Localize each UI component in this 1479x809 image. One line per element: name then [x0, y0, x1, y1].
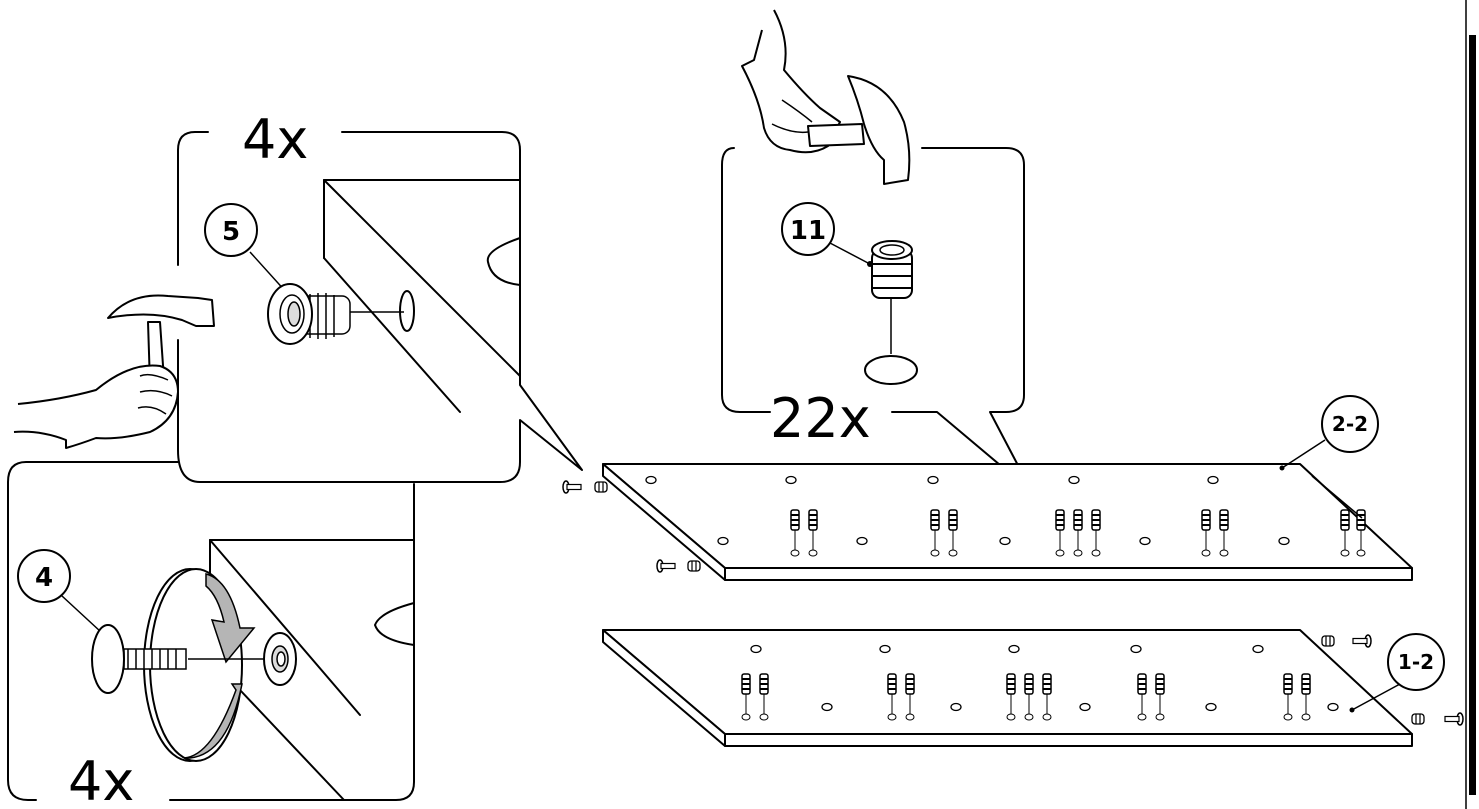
- part-11-badge: [781, 202, 835, 256]
- part-5-number: 5: [222, 217, 240, 247]
- panel-edge-lower: [209, 539, 415, 801]
- board-lower: 1-2: [602, 629, 1464, 747]
- panel-edge: [323, 179, 521, 413]
- board-lower-badge: [1387, 633, 1445, 691]
- part-4-number: 4: [35, 563, 53, 593]
- callout-part-11: 22x 11: [721, 9, 1033, 493]
- hammer-icon: [807, 75, 911, 185]
- part-5-badge: [204, 203, 258, 257]
- page-edge-bar: [1469, 35, 1476, 795]
- callout-part-5: 4x 5: [13, 108, 583, 483]
- board-lower-label: 1-2: [1398, 650, 1434, 674]
- callout-part-4: 4x 4: [7, 461, 415, 809]
- part-11-quantity: 22x: [770, 387, 871, 450]
- cam-lock-icon: [267, 283, 404, 345]
- board-upper-badge: [1321, 395, 1379, 453]
- hand-icon: [13, 364, 179, 449]
- part-4-badge: [17, 549, 71, 603]
- rotate-arrow-icon: [143, 568, 256, 762]
- board-upper: 2-2: [562, 395, 1413, 581]
- part-11-number: 11: [790, 216, 826, 246]
- part-5-quantity: 4x: [242, 108, 308, 171]
- dowel-icon: [864, 240, 918, 385]
- hand-icon: [741, 9, 841, 154]
- cam-bolt-icon: [91, 624, 297, 694]
- part-4-quantity: 4x: [68, 750, 134, 809]
- board-upper-label: 2-2: [1332, 412, 1368, 436]
